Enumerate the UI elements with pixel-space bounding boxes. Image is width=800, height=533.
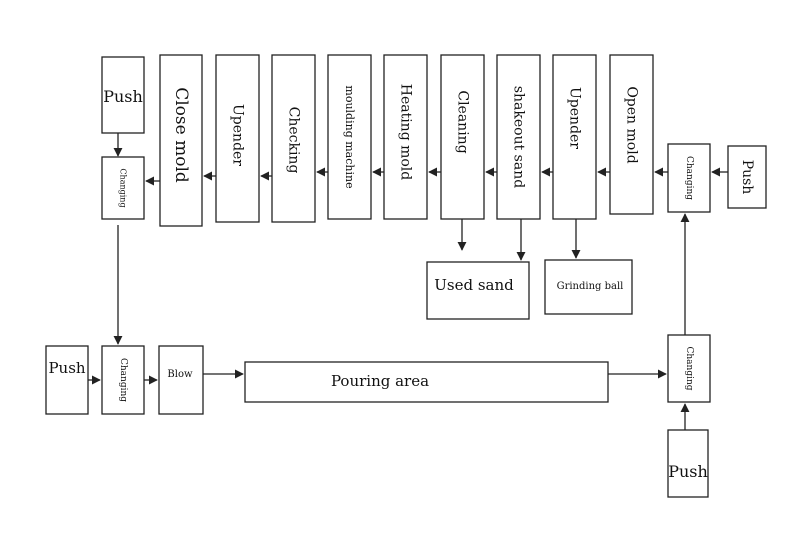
changing-box-top-left: Changing	[101, 156, 145, 220]
push-box-top-right: Push	[727, 145, 767, 209]
upender-box-left: Upender	[215, 54, 260, 223]
moulding-machine-label: moulding machine	[343, 85, 356, 188]
changing-label-mid-right: Changing	[684, 346, 694, 390]
close-mold-box: Close mold	[159, 54, 203, 227]
push-box-top-left: Push	[101, 56, 145, 134]
shakeout-sand-label: shakeout sand	[511, 86, 527, 188]
upender-label-right: Upender	[567, 87, 583, 149]
used-sand-box: Used sand	[426, 261, 530, 320]
changing-label-top-right: Changing	[684, 156, 694, 200]
close-mold-label: Close mold	[171, 87, 191, 183]
push-label-mid-left: Push	[48, 359, 85, 377]
open-mold-box: Open mold	[609, 54, 654, 215]
checking-label: Checking	[286, 107, 302, 174]
cleaning-box: Cleaning	[440, 54, 485, 220]
pouring-area-box: Pouring area	[244, 361, 609, 403]
push-label-top-left: Push	[103, 87, 143, 106]
checking-box: Checking	[271, 54, 316, 223]
open-mold-label: Open mold	[624, 86, 640, 163]
push-label-bottom-right: Push	[668, 462, 708, 481]
shakeout-sand-box: shakeout sand	[496, 54, 541, 220]
pouring-area-label: Pouring area	[331, 372, 429, 390]
changing-label-top-left: Changing	[119, 168, 128, 207]
changing-label-mid-left: Changing	[118, 358, 128, 402]
heating-mold-box: Heating mold	[383, 54, 428, 220]
changing-box-top-right: Changing	[667, 143, 711, 213]
moulding-machine-box: moulding machine	[327, 54, 372, 220]
cleaning-label: Cleaning	[455, 90, 471, 153]
push-label-top-right: Push	[739, 160, 755, 195]
push-box-mid-left: Push	[45, 345, 89, 415]
upender-box-right: Upender	[552, 54, 597, 220]
grinding-ball-label: Grinding ball	[557, 281, 624, 292]
upender-label-left: Upender	[230, 104, 246, 166]
push-box-bottom-right: Push	[667, 429, 709, 498]
changing-box-mid-left: Changing	[101, 345, 145, 415]
blow-label: Blow	[167, 369, 193, 380]
blow-box: Blow	[158, 345, 204, 415]
changing-box-mid-right: Changing	[667, 334, 711, 403]
used-sand-label: Used sand	[434, 276, 514, 294]
grinding-ball-box: Grinding ball	[544, 259, 633, 315]
heating-mold-label: Heating mold	[398, 84, 414, 181]
